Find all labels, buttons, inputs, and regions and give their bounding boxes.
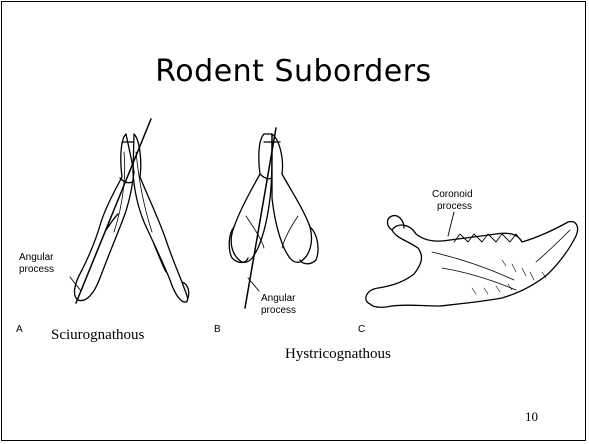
angular-process-label-a-line2: process bbox=[19, 264, 54, 275]
angular-process-label-b-line1: Angular bbox=[261, 293, 296, 304]
coronoid-process-label-line2: process bbox=[437, 201, 472, 212]
axis-line-b bbox=[245, 128, 276, 308]
panel-letter-c: C bbox=[358, 324, 365, 335]
caption-hystricognathous: Hystricognathous bbox=[285, 346, 391, 363]
angular-process-label-a-line1: Angular bbox=[19, 252, 54, 263]
panel-letter-a: A bbox=[16, 324, 23, 335]
mandible-b-drawing bbox=[229, 134, 318, 264]
coronoid-process-label-line1: Coronoid bbox=[432, 189, 473, 200]
leader-line-c bbox=[448, 212, 454, 236]
leader-line-a bbox=[70, 277, 81, 291]
panel-letter-b: B bbox=[214, 324, 221, 335]
caption-sciurognathous: Sciurognathous bbox=[51, 327, 144, 344]
mandible-a-drawing bbox=[75, 134, 189, 302]
mandible-c-drawing bbox=[366, 216, 578, 308]
angular-process-label-b-line2: process bbox=[261, 305, 296, 316]
slide-number: 10 bbox=[525, 409, 538, 425]
